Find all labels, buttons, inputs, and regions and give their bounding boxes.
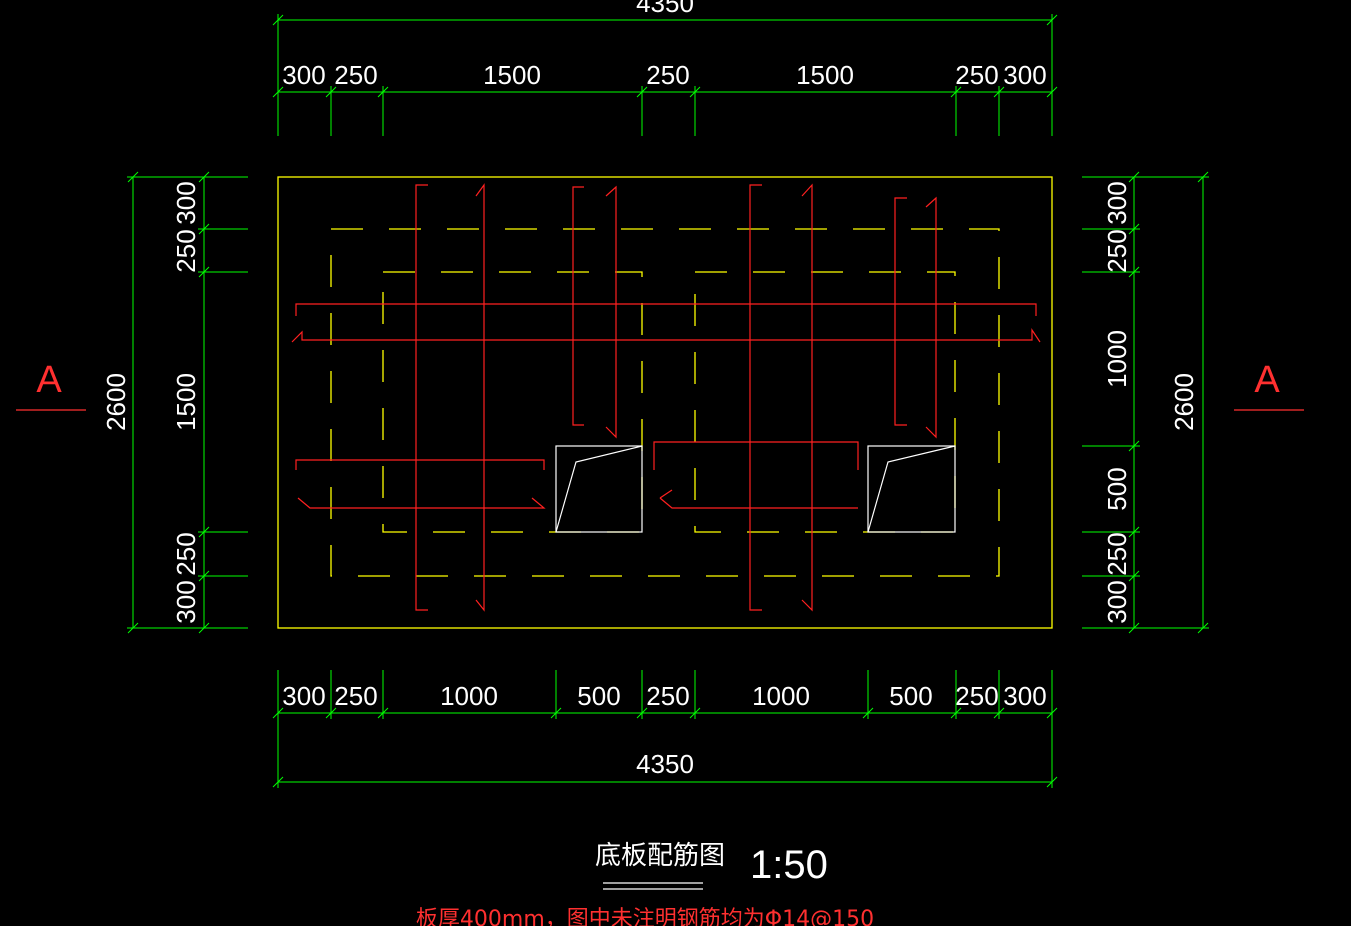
bottom-seg-8: 250 bbox=[955, 681, 998, 711]
title-block: 底板配筋图 1:50 板厚400mm，图中未注明钢筋均为Φ14@150 bbox=[416, 841, 874, 926]
right-seg-6: 300 bbox=[1102, 580, 1132, 623]
bottom-seg-2: 250 bbox=[334, 681, 377, 711]
left-seg-4: 250 bbox=[171, 532, 201, 575]
left-seg-1: 300 bbox=[171, 181, 201, 224]
bottom-seg-9: 300 bbox=[1003, 681, 1046, 711]
right-overall-label: 2600 bbox=[1169, 373, 1199, 431]
right-dimensions: 300 250 1000 500 250 300 2600 bbox=[1082, 171, 1209, 634]
right-seg-1: 300 bbox=[1102, 181, 1132, 224]
rebar-layout bbox=[291, 183, 1041, 612]
top-seg-7: 300 bbox=[1003, 60, 1046, 90]
left-seg-5: 300 bbox=[171, 580, 201, 623]
drawing-scale: 1:50 bbox=[750, 843, 828, 887]
right-seg-4: 500 bbox=[1102, 467, 1132, 510]
top-seg-4: 250 bbox=[646, 60, 689, 90]
top-seg-3: 1500 bbox=[483, 60, 541, 90]
top-seg-2: 250 bbox=[334, 60, 377, 90]
top-seg-1: 300 bbox=[282, 60, 325, 90]
top-dimensions: 4350 300 250 1500 250 1500 250 300 bbox=[272, 0, 1058, 136]
bottom-seg-5: 250 bbox=[646, 681, 689, 711]
top-seg-6: 250 bbox=[955, 60, 998, 90]
drawing-note: 板厚400mm，图中未注明钢筋均为Φ14@150 bbox=[416, 907, 874, 926]
left-dimensions: 2600 300 250 1500 250 300 bbox=[101, 171, 248, 634]
bottom-seg-6: 1000 bbox=[752, 681, 810, 711]
bottom-dimensions: 300 250 1000 500 250 1000 500 250 300 43… bbox=[272, 670, 1058, 788]
bottom-seg-4: 500 bbox=[577, 681, 620, 711]
left-seg-3: 1500 bbox=[171, 373, 201, 431]
left-overall-label: 2600 bbox=[101, 373, 131, 431]
bottom-seg-7: 500 bbox=[889, 681, 932, 711]
section-mark-left: A bbox=[36, 359, 62, 401]
right-seg-2: 250 bbox=[1102, 229, 1132, 272]
top-overall-label: 4350 bbox=[636, 0, 694, 18]
section-marks: A A bbox=[16, 359, 1304, 411]
bottom-seg-1: 300 bbox=[282, 681, 325, 711]
right-seg-3: 1000 bbox=[1102, 330, 1132, 388]
bottom-seg-3: 1000 bbox=[440, 681, 498, 711]
section-mark-right: A bbox=[1254, 359, 1280, 401]
left-seg-2: 250 bbox=[171, 229, 201, 272]
right-seg-5: 250 bbox=[1102, 532, 1132, 575]
bottom-overall-label: 4350 bbox=[636, 749, 694, 779]
top-seg-5: 1500 bbox=[796, 60, 854, 90]
slab-outline bbox=[277, 176, 1053, 629]
drawing-title: 底板配筋图 bbox=[595, 841, 725, 871]
pit-openings bbox=[555, 445, 956, 533]
